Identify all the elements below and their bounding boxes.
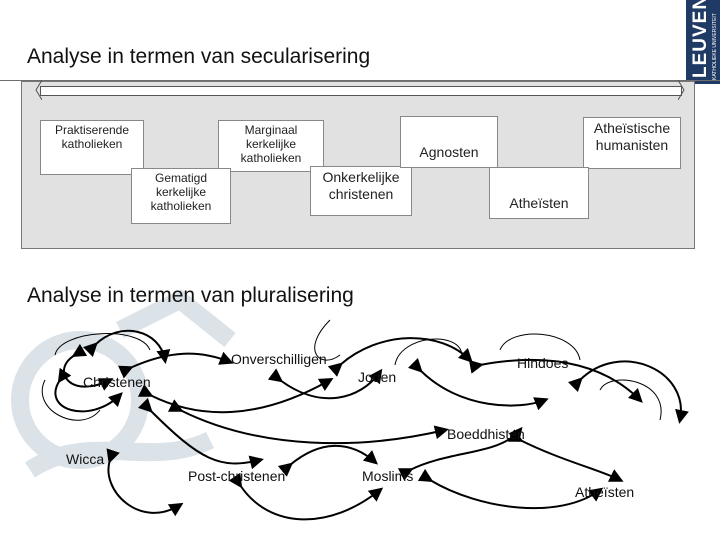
logo-text: LEUVEN [690, 0, 711, 78]
category-atheist-humanists: Atheïstische humanisten [583, 117, 681, 169]
pluralisation-network [41, 319, 689, 521]
node-buddhists: Boeddhisten [447, 426, 525, 442]
node-indifferents: Onverschilligen [231, 351, 327, 367]
category-moderate-catholics: Gematigd kerkelijke katholieken [131, 168, 231, 224]
category-unchurched-christians: Onkerkelijke christenen [310, 166, 412, 216]
spectrum-left-end [35, 80, 42, 100]
university-logo [686, 0, 720, 84]
category-agnostics: Agnosten [400, 116, 498, 168]
node-post-christians: Post-christenen [188, 468, 286, 484]
category-marginal-catholics: Marginaal kerkelijke katholieken [218, 120, 324, 172]
header-divider [0, 80, 720, 81]
node-christians: Christenen [83, 374, 151, 390]
node-muslims: Moslims [362, 468, 414, 484]
node-jews: Joden [358, 369, 397, 385]
node-wicca: Wicca [66, 451, 105, 467]
node-hindus: Hindoes [517, 355, 569, 371]
logo-subtext: KATHOLIEKE UNIVERSITEIT [712, 13, 718, 80]
pluralisation-title: Analyse in termen van pluralisering [27, 284, 354, 307]
secularisation-title: Analyse in termen van secularisering [27, 45, 371, 68]
category-practising-catholics: Praktiserende katholieken [40, 120, 144, 175]
spectrum-arrow [40, 86, 682, 96]
spectrum-right-end [678, 80, 685, 100]
category-atheists: Atheïsten [489, 167, 589, 219]
node-atheists: Atheïsten [575, 484, 635, 500]
